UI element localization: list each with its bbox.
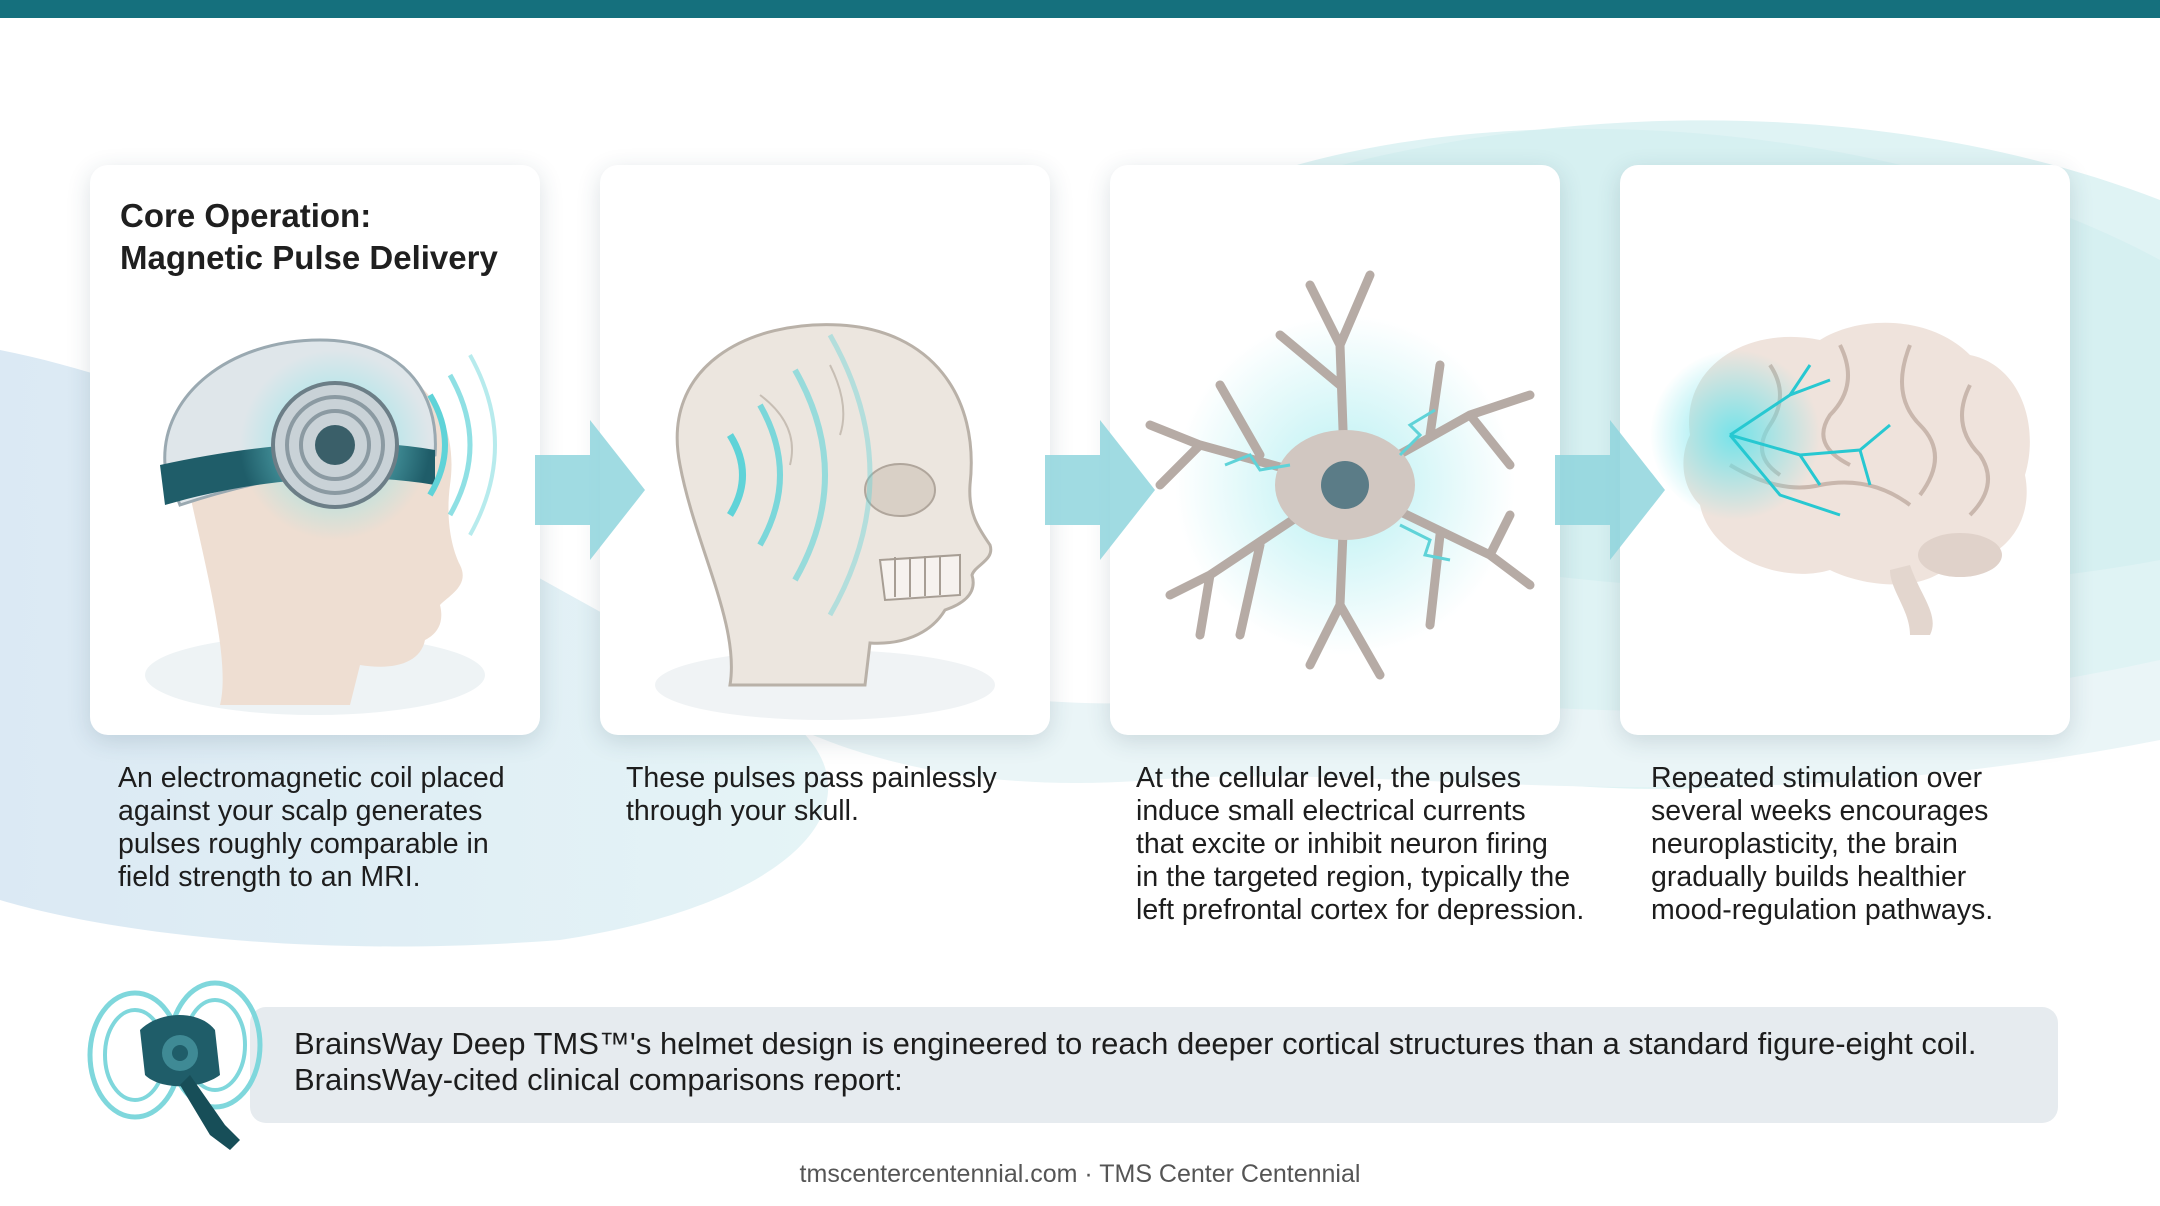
step-description-3: At the cellular level, the pulses induce…	[1136, 762, 1585, 926]
neuron-illustration	[1145, 270, 1535, 680]
step-description-1: An electromagnetic coil placed against y…	[118, 762, 505, 893]
footer-credit: tmscentercentennial.com · TMS Center Cen…	[799, 1160, 1361, 1188]
step-card-3	[1110, 165, 1560, 735]
coil-helmet-illustration	[145, 338, 497, 715]
page-title: Core Operation: Magnetic Pulse Delivery	[120, 197, 498, 276]
arrow-step-2-to-3	[1045, 420, 1155, 560]
top-accent-bar	[0, 0, 2160, 18]
skull-illustration	[655, 323, 995, 720]
arrow-step-3-to-4	[1555, 420, 1665, 560]
brain-illustration	[1650, 322, 2030, 635]
step-card-2	[600, 165, 1050, 735]
arrow-step-1-to-2	[535, 420, 645, 560]
callout-text: BrainsWay Deep TMS™'s helmet design is e…	[294, 1026, 1977, 1097]
callout-box	[250, 1007, 2058, 1123]
step-description-4: Repeated stimulation over several weeks …	[1651, 762, 1994, 926]
step-description-2: These pulses pass painlessly through you…	[626, 762, 997, 827]
step-card-1: Core Operation: Magnetic Pulse Delivery	[90, 165, 540, 735]
step-card-4	[1620, 165, 2070, 735]
h-coil-icon	[87, 980, 263, 1150]
